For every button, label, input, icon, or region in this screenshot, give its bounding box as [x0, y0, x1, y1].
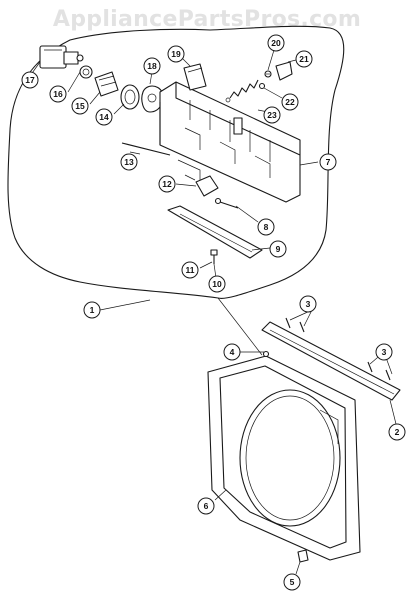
- switch-part-19[interactable]: [183, 63, 207, 91]
- callout-22: 22: [281, 93, 299, 111]
- screw-part-8[interactable]: [214, 197, 239, 209]
- watermark-text: AppliancePartsPros.com: [53, 7, 361, 32]
- top-bracket-part-2[interactable]: [261, 321, 401, 401]
- coupler-part-15[interactable]: [94, 71, 119, 97]
- callout-18-label: 18: [147, 61, 157, 71]
- callout-16-label: 16: [53, 89, 63, 99]
- callout-19-label: 19: [171, 49, 181, 59]
- callout-20-label: 20: [271, 38, 281, 48]
- bracket-part-12[interactable]: [195, 175, 219, 197]
- callout-13-label: 13: [124, 157, 134, 167]
- callout-22-label: 22: [285, 97, 295, 107]
- callout-15-label: 15: [75, 101, 85, 111]
- callout-6-label: 6: [204, 501, 209, 511]
- callout-10-label: 10: [212, 279, 222, 289]
- callout-11: 11: [181, 261, 199, 279]
- front-panel-part-6[interactable]: [207, 355, 361, 561]
- pulley-part-14[interactable]: [120, 84, 140, 110]
- foot-part-5[interactable]: [297, 549, 309, 563]
- assembly-enclosure-outline: [7, 25, 345, 299]
- callout-21: 21: [295, 50, 313, 68]
- callout-5: 5: [283, 573, 301, 591]
- callout-15: 15: [71, 97, 89, 115]
- gear-part-16[interactable]: [79, 65, 93, 79]
- callout-9: 9: [269, 240, 287, 258]
- callout-2: 2: [388, 423, 406, 441]
- callout-21-label: 21: [299, 54, 309, 64]
- leader-line-1: [99, 299, 151, 311]
- enclosure-to-panel-line: [217, 297, 263, 356]
- callout-3-right-label: 3: [382, 347, 387, 357]
- callout-4-label: 4: [230, 347, 235, 357]
- callout-3-top: 3: [299, 295, 317, 313]
- callout-8: 8: [257, 218, 275, 236]
- callout-14: 14: [95, 108, 113, 126]
- callout-14-label: 14: [99, 112, 109, 122]
- callout-9-label: 9: [276, 244, 281, 254]
- callout-8-label: 8: [264, 222, 269, 232]
- callout-4: 4: [223, 343, 241, 361]
- callout-3-top-label: 3: [306, 299, 311, 309]
- callout-1-label: 1: [90, 305, 95, 315]
- callout-7: 7: [319, 153, 337, 171]
- callout-18: 18: [143, 57, 161, 75]
- callout-3-extra: 3: [0, 0, 5, 2]
- callout-7-label: 7: [326, 157, 331, 167]
- callout-6: 6: [197, 497, 215, 515]
- callout-10: 10: [208, 275, 226, 293]
- callout-2-label: 2: [395, 427, 400, 437]
- callout-11-label: 11: [186, 265, 195, 275]
- callout-13: 13: [120, 153, 138, 171]
- motor-part-17[interactable]: [39, 45, 84, 69]
- callout-3-right: 3: [375, 343, 393, 361]
- callout-23: 23: [263, 106, 281, 124]
- screw-part-20[interactable]: [264, 70, 272, 78]
- callout-12-label: 12: [162, 179, 172, 189]
- callout-23-label: 23: [267, 110, 277, 120]
- callout-5-label: 5: [290, 577, 295, 587]
- housing-part-7[interactable]: [159, 81, 301, 203]
- screw-part-11[interactable]: [210, 249, 218, 264]
- callout-20: 20: [267, 34, 285, 52]
- bracket-part-21[interactable]: [275, 61, 293, 81]
- callout-19: 19: [167, 45, 185, 63]
- callout-12: 12: [158, 175, 176, 193]
- callout-17-label: 17: [25, 75, 35, 85]
- spring-part-23[interactable]: [225, 79, 259, 103]
- callout-17: 17: [21, 71, 39, 89]
- clip-part-4[interactable]: [262, 350, 270, 358]
- screws-part-3[interactable]: [285, 317, 391, 381]
- callout-16: 16: [49, 85, 67, 103]
- rod-part-13[interactable]: [121, 142, 171, 156]
- clip-part-22[interactable]: [258, 82, 266, 90]
- callout-1: 1: [83, 301, 101, 319]
- trim-part-9[interactable]: [167, 205, 263, 259]
